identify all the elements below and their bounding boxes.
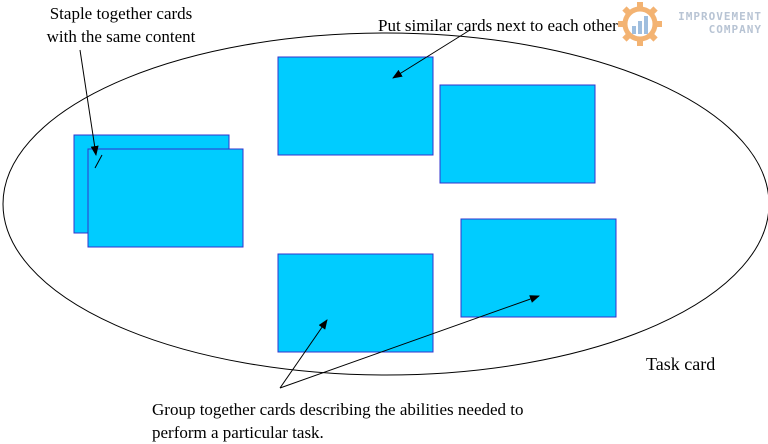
- arrow-staple: [79, 49, 99, 156]
- logo-text-line2: COMPANY: [708, 23, 762, 36]
- task-card-ellipse: [2, 32, 768, 376]
- card-bottom-right: [460, 218, 617, 318]
- card-top-right: [439, 84, 596, 184]
- group-label: Group together cards describing the abil…: [152, 398, 524, 444]
- gear-chart-icon: [618, 2, 662, 46]
- logo-text-line1: IMPROVEMENT: [678, 10, 762, 23]
- arrow-group-right: [279, 295, 540, 389]
- staple-mark: [94, 154, 103, 169]
- similar-label: Put similar cards next to each other: [378, 16, 618, 35]
- group-label-line2: perform a particular task.: [152, 423, 324, 442]
- group-label-line1: Group together cards describing the abil…: [152, 400, 524, 419]
- staple-label-line1: Staple together cards: [49, 4, 193, 23]
- stapled-card-front: [87, 148, 244, 248]
- task-card-label: Task card: [646, 354, 716, 374]
- arrow-similar: [392, 29, 471, 79]
- staple-label: Staple together cards with the same cont…: [40, 2, 202, 48]
- staple-label-line2: with the same content: [46, 27, 196, 46]
- card-bottom-middle: [277, 253, 434, 353]
- arrow-group-left: [279, 319, 328, 389]
- card-top-middle: [277, 56, 434, 156]
- improvement-company-logo: IMPROVEMENT COMPANY: [614, 0, 766, 48]
